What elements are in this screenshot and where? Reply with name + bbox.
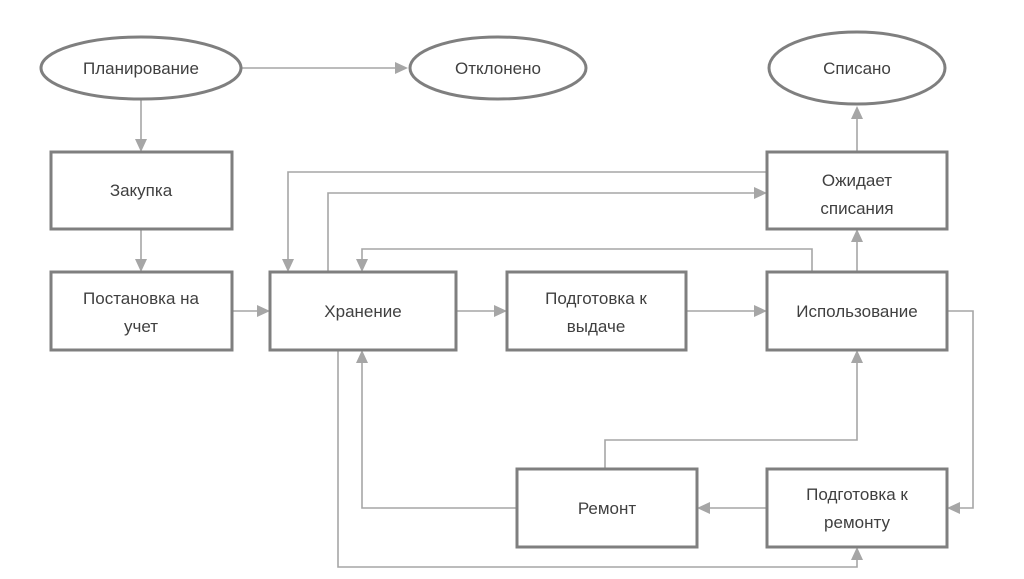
arrowhead [494, 305, 507, 317]
node-label-line2: ремонту [824, 513, 890, 532]
process-box [765, 270, 949, 352]
arrowhead [257, 305, 270, 317]
edges [135, 62, 974, 568]
edge-repair-to-storage [361, 362, 517, 509]
arrowhead [395, 62, 408, 74]
arrowhead [851, 350, 863, 363]
edge-storage-to-prep-repair [337, 350, 858, 568]
node-label: Использование [796, 302, 917, 321]
terminal-ellipse [408, 35, 588, 101]
node-label-line2: выдаче [567, 317, 626, 336]
node-label-line1: Подготовка к [806, 485, 908, 504]
arrowhead [851, 229, 863, 242]
arrowhead [356, 259, 368, 272]
process-box [765, 150, 949, 231]
node-rejected: Отклонено [408, 35, 588, 101]
arrowhead [851, 106, 863, 119]
node-label: Хранение [324, 302, 401, 321]
arrowhead [754, 305, 767, 317]
arrowhead [947, 502, 960, 514]
process-box [765, 467, 949, 549]
node-label-line1: Подготовка к [545, 289, 647, 308]
process-box [49, 150, 234, 231]
node-written-off: Списано [767, 30, 947, 106]
arrowhead [754, 187, 767, 199]
arrowhead [282, 259, 294, 272]
node-prep-repair: Подготовка к ремонту [765, 467, 949, 549]
node-label: Закупка [110, 181, 173, 200]
node-prep-issue: Подготовка к выдаче [505, 270, 688, 352]
arrowhead [135, 259, 147, 272]
arrowhead [697, 502, 710, 514]
node-repair: Ремонт [515, 467, 699, 549]
node-awaiting-write-off: Ожидает списания [765, 150, 949, 231]
process-box [505, 270, 688, 352]
node-label: Списано [823, 59, 891, 78]
terminal-ellipse [39, 35, 243, 101]
edge-storage-to-awaiting [327, 192, 755, 272]
node-label: Планирование [83, 59, 199, 78]
node-planning: Планирование [39, 35, 243, 101]
node-label-line1: Постановка на [83, 289, 199, 308]
node-label-line1: Ожидает [822, 171, 892, 190]
node-usage: Использование [765, 270, 949, 352]
arrowhead [356, 350, 368, 363]
edge-usage-to-storage [361, 248, 813, 272]
terminal-ellipse [767, 30, 947, 106]
arrowhead [135, 139, 147, 152]
process-box [515, 467, 699, 549]
edge-awaiting-to-storage [287, 171, 767, 260]
node-purchase: Закупка [49, 150, 234, 231]
arrowhead [851, 547, 863, 560]
edge-usage-to-prep-repair [947, 310, 974, 509]
process-box [49, 270, 234, 352]
node-registration: Постановка на учет [49, 270, 234, 352]
node-label-line2: списания [820, 199, 893, 218]
process-box [268, 270, 458, 352]
node-label: Ремонт [578, 499, 637, 518]
edge-repair-to-usage [604, 362, 858, 469]
node-storage: Хранение [268, 270, 458, 352]
node-label: Отклонено [455, 59, 541, 78]
node-label-line2: учет [124, 317, 158, 336]
